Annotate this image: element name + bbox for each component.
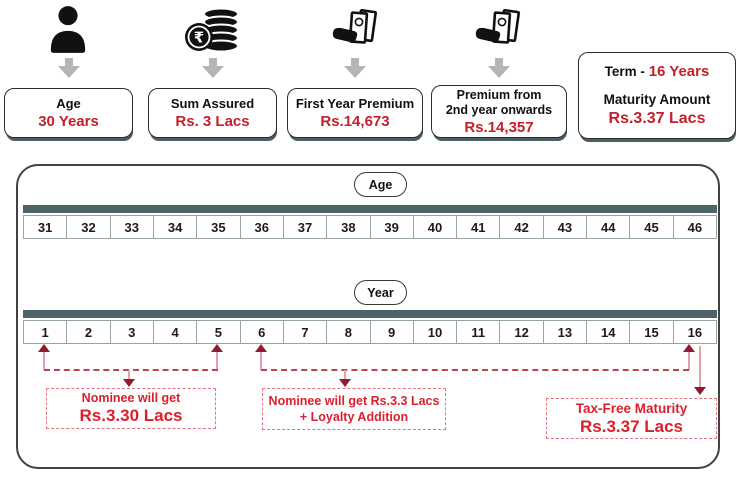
nominee2-box: Nominee will get Rs.3.3 Lacs + Loyalty A… bbox=[262, 388, 446, 430]
card-title: Sum Assured bbox=[170, 95, 255, 111]
card-renewal-premium: Premium from 2nd year onwards Rs.14,357 bbox=[431, 85, 567, 138]
year-cell: 8 bbox=[327, 321, 371, 343]
connector-line bbox=[344, 370, 346, 380]
card-value: Rs.14,357 bbox=[464, 118, 534, 136]
age-cell: 35 bbox=[197, 216, 241, 238]
age-cell: 31 bbox=[24, 216, 68, 238]
year-cell: 14 bbox=[587, 321, 631, 343]
age-timeline-bar bbox=[23, 205, 717, 213]
term-value: 16 Years bbox=[648, 62, 710, 80]
age-cell: 38 bbox=[327, 216, 371, 238]
year-cell: 4 bbox=[154, 321, 198, 343]
year-cell: 10 bbox=[414, 321, 458, 343]
age-cell: 32 bbox=[67, 216, 111, 238]
rupee-coins-icon: ₹ bbox=[184, 6, 240, 61]
person-icon bbox=[47, 5, 89, 58]
age-cell: 36 bbox=[241, 216, 284, 238]
age-badge: Age bbox=[354, 172, 407, 197]
arrowhead-up-year5 bbox=[211, 344, 223, 352]
connector-line bbox=[44, 369, 218, 371]
hand-money-icon bbox=[332, 8, 382, 57]
down-arrow-icon bbox=[488, 58, 510, 83]
term-label: Term - bbox=[604, 63, 649, 79]
connector-line bbox=[43, 352, 45, 370]
age-cell: 34 bbox=[154, 216, 198, 238]
maturity-label: Maturity Amount bbox=[603, 91, 711, 107]
year-cell: 5 bbox=[197, 321, 241, 343]
maturity-line2: Rs.3.37 Lacs bbox=[579, 417, 683, 437]
connector-line bbox=[688, 352, 690, 370]
year-timeline-bar bbox=[23, 310, 717, 318]
svg-text:₹: ₹ bbox=[194, 29, 204, 47]
hand-money-icon bbox=[475, 8, 525, 57]
connector-line bbox=[216, 352, 218, 370]
card-value: 30 Years bbox=[38, 113, 99, 131]
arrowhead-up-year1 bbox=[38, 344, 50, 352]
down-arrow-icon bbox=[344, 58, 366, 83]
year-cell: 6 bbox=[241, 321, 284, 343]
card-age: Age 30 Years bbox=[4, 88, 133, 138]
nominee1-box: Nominee will get Rs.3.30 Lacs bbox=[46, 388, 216, 429]
arrowhead-down-nominee2 bbox=[339, 379, 351, 387]
card-title: First Year Premium bbox=[295, 95, 415, 111]
arrowhead-down-nominee1 bbox=[123, 379, 135, 387]
nominee2-line1: Nominee will get Rs.3.3 Lacs bbox=[268, 393, 440, 408]
age-cell: 33 bbox=[111, 216, 154, 238]
age-cell: 37 bbox=[284, 216, 328, 238]
connector-line bbox=[261, 369, 689, 371]
year-cell: 7 bbox=[284, 321, 328, 343]
card-title: Premium from 2nd year onwards bbox=[445, 87, 553, 117]
connector-line bbox=[128, 370, 130, 380]
year-cell: 12 bbox=[500, 321, 544, 343]
age-cell: 45 bbox=[630, 216, 674, 238]
year-cell: 1 bbox=[24, 321, 68, 343]
age-cell: 39 bbox=[371, 216, 414, 238]
card-title: Age bbox=[56, 95, 81, 111]
year-cell: 16 bbox=[687, 324, 703, 340]
term-row: Term - 16 Years bbox=[605, 63, 710, 80]
age-cell: 40 bbox=[414, 216, 458, 238]
maturity-box: Tax-Free Maturity Rs.3.37 Lacs bbox=[546, 398, 717, 439]
maturity-value: Rs.3.37 Lacs bbox=[608, 110, 706, 128]
nominee2-line2: + Loyalty Addition bbox=[299, 410, 409, 424]
age-cell: 43 bbox=[544, 216, 588, 238]
age-cell: 41 bbox=[457, 216, 501, 238]
nominee1-line1: Nominee will get bbox=[81, 391, 181, 406]
age-cell: 46 bbox=[687, 219, 703, 235]
arrowhead-down-maturity bbox=[694, 387, 706, 395]
year-cell: 15 bbox=[630, 321, 674, 343]
card-value: Rs.14,673 bbox=[320, 113, 390, 131]
arrowhead-up-year6 bbox=[255, 344, 267, 352]
down-arrow-icon bbox=[202, 58, 224, 83]
connector-line bbox=[699, 346, 701, 388]
arrowhead-up-year16 bbox=[683, 344, 695, 352]
year-cell: 3 bbox=[111, 321, 154, 343]
card-sum-assured: Sum Assured Rs. 3 Lacs bbox=[148, 88, 277, 138]
age-cell: 42 bbox=[500, 216, 544, 238]
card-value: Rs. 3 Lacs bbox=[175, 113, 250, 131]
down-arrow-icon bbox=[58, 58, 80, 83]
card-first-year-premium: First Year Premium Rs.14,673 bbox=[287, 88, 423, 138]
maturity-line1: Tax-Free Maturity bbox=[575, 400, 688, 416]
year-cell: 11 bbox=[457, 321, 501, 343]
year-cell: 2 bbox=[67, 321, 111, 343]
year-badge: Year bbox=[354, 280, 407, 305]
card-term-maturity: Term - 16 Years Maturity Amount Rs.3.37 … bbox=[578, 52, 736, 139]
connector-line bbox=[260, 352, 262, 370]
age-cell: 44 bbox=[587, 216, 631, 238]
year-cell: 9 bbox=[371, 321, 414, 343]
nominee1-line2: Rs.3.30 Lacs bbox=[79, 406, 183, 426]
year-cell: 13 bbox=[544, 321, 588, 343]
